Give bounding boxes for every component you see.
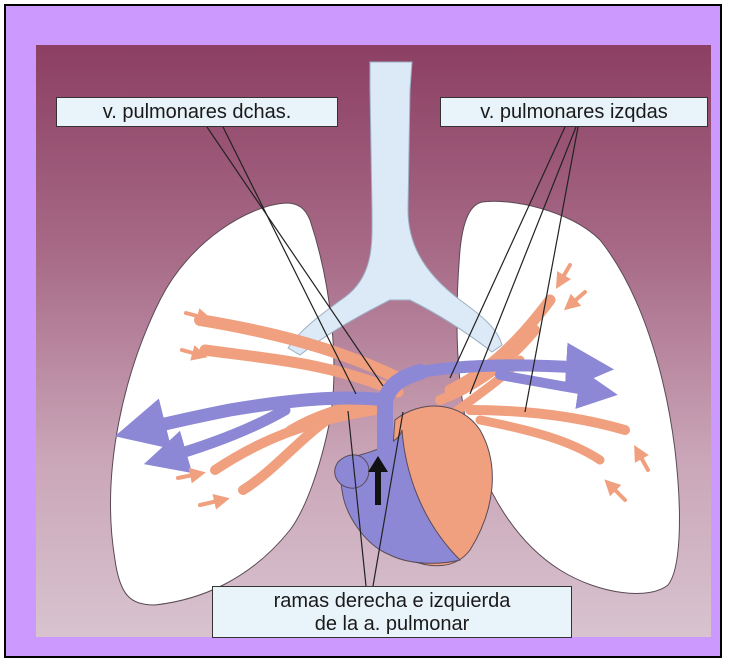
- label-left-pulmonary-veins: v. pulmonares izqdas: [440, 97, 708, 127]
- label-pulmonary-artery-branches-line1: ramas derecha e izquierda: [213, 590, 571, 613]
- left-lung: [457, 201, 679, 593]
- label-right-pulmonary-veins: v. pulmonares dchas.: [56, 97, 338, 127]
- label-pulmonary-artery-branches: ramas derecha e izquierda de la a. pulmo…: [212, 586, 572, 638]
- label-pulmonary-artery-branches-line2: de la a. pulmonar: [213, 613, 571, 636]
- right-atrium: [335, 455, 369, 488]
